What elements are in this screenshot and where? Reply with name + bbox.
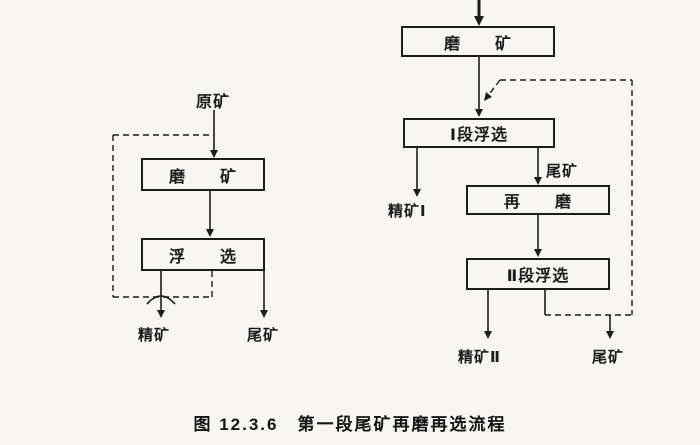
right-concentrate1-connector bbox=[413, 148, 421, 197]
arrowhead bbox=[475, 109, 483, 117]
arrowhead bbox=[534, 249, 542, 257]
froth-arc-icon bbox=[146, 295, 176, 305]
left-flotation-box: 浮 选 bbox=[141, 238, 265, 271]
left-concentrate-label: 精矿 bbox=[138, 327, 171, 344]
right-recycle-dashed-loop bbox=[484, 79, 633, 316]
left-tailings-connector bbox=[260, 271, 268, 318]
left-flotation-box-label: 浮 选 bbox=[168, 248, 237, 266]
left-tailings-label: 尾矿 bbox=[247, 327, 280, 344]
arrowhead bbox=[484, 331, 492, 339]
arrowhead bbox=[474, 16, 484, 26]
right-concentrate2-connector bbox=[484, 290, 492, 339]
arrowhead bbox=[260, 310, 268, 318]
right-grind-box-label: 磨 矿 bbox=[443, 35, 512, 53]
left-feed-label: 原矿 bbox=[196, 94, 231, 111]
right-stage1-flotation-box-label: Ⅰ段浮选 bbox=[450, 127, 508, 144]
figure-caption: 图 12.3.6 第一段尾矿再磨再选流程 bbox=[193, 415, 507, 434]
right-regrind-box: 再 磨 bbox=[466, 185, 610, 215]
right-mid-tailings-connector bbox=[534, 148, 542, 185]
arrowhead bbox=[484, 92, 492, 101]
arrowhead bbox=[413, 189, 421, 197]
right-regrind-to-stage2-connector bbox=[534, 215, 542, 257]
right-concentrate2-label: 精矿Ⅱ bbox=[458, 349, 501, 366]
left-recycle-dashed-loop bbox=[112, 134, 214, 298]
right-grind-to-stage1-connector bbox=[475, 57, 483, 117]
right-final-tailings-connector bbox=[606, 315, 614, 339]
arrowhead bbox=[206, 229, 214, 237]
left-grind-box: 磨 矿 bbox=[141, 158, 265, 191]
arrowhead bbox=[157, 310, 165, 318]
left-grind-to-flotation-connector bbox=[206, 191, 214, 237]
left-concentrate-connector bbox=[146, 271, 176, 318]
arrowhead bbox=[606, 331, 614, 339]
left-feed-connector bbox=[210, 110, 218, 158]
arrowhead bbox=[210, 150, 218, 158]
right-final-tailings-label: 尾矿 bbox=[592, 349, 625, 366]
right-stage1-flotation-box: Ⅰ段浮选 bbox=[403, 118, 555, 148]
right-stage2-flotation-box: Ⅱ段浮选 bbox=[466, 258, 610, 290]
right-grind-box: 磨 矿 bbox=[401, 26, 555, 57]
right-concentrate1-label: 精矿Ⅰ bbox=[388, 203, 427, 220]
right-mid-tailings-label: 尾矿 bbox=[546, 163, 579, 180]
right-stage2-flotation-box-label: Ⅱ段浮选 bbox=[506, 268, 570, 285]
left-grind-box-label: 磨 矿 bbox=[168, 168, 237, 186]
arrowhead bbox=[534, 177, 542, 185]
right-regrind-box-label: 再 磨 bbox=[503, 194, 572, 211]
right-feed-connector bbox=[474, 0, 484, 26]
